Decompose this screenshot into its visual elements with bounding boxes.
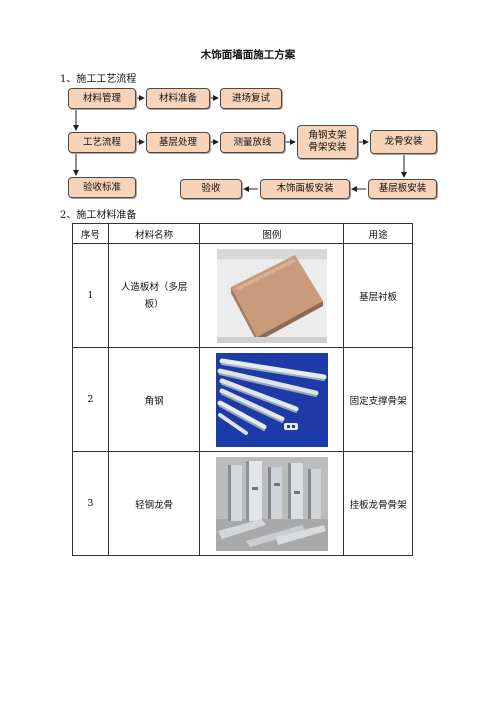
materials-table: 序号 材料名称 图例 用途 1 人造板材（多层 板） 基层衬板 2 角钢 bbox=[72, 223, 413, 556]
flow-step-acceptance-standard: 验收标准 bbox=[68, 177, 136, 198]
row1-illustration-cell bbox=[199, 243, 345, 348]
flow-step-material-management: 材料管理 bbox=[68, 88, 136, 109]
row3-no: 3 bbox=[72, 451, 109, 556]
flow-step-keel-installation: 龙骨安装 bbox=[370, 130, 437, 154]
flow-step-acceptance: 验收 bbox=[180, 179, 242, 199]
flow-step-base-treatment: 基层处理 bbox=[146, 132, 210, 153]
header-material-name: 材料名称 bbox=[107, 223, 201, 244]
row1-material-name: 人造板材（多层 板） bbox=[107, 243, 201, 348]
row3-usage: 挂板龙骨骨架 bbox=[343, 451, 413, 556]
flow-step-entry-retest: 进场复试 bbox=[220, 88, 282, 109]
row1-usage: 基层衬板 bbox=[343, 243, 413, 348]
flow-step-angle-steel-line2: 骨架安装 bbox=[308, 142, 347, 153]
table-row: 3 轻钢龙骨 bbox=[72, 451, 413, 556]
table-row: 1 人造板材（多层 板） 基层衬板 bbox=[72, 243, 413, 348]
flow-step-measure-layout: 测量放线 bbox=[220, 132, 285, 153]
section-heading-materials: 2、施工材料准备 bbox=[60, 210, 137, 221]
flow-step-material-preparation: 材料准备 bbox=[146, 88, 210, 109]
flow-step-base-board-installation: 基层板安装 bbox=[368, 179, 437, 199]
row1-name-line2: 板） bbox=[144, 298, 164, 310]
row3-material-name: 轻钢龙骨 bbox=[107, 451, 201, 556]
table-header-row: 序号 材料名称 图例 用途 bbox=[72, 223, 413, 244]
row1-name-line1: 人造板材（多层 bbox=[120, 281, 188, 293]
row2-no: 2 bbox=[72, 347, 109, 452]
angle-steel-image bbox=[215, 352, 328, 447]
table-row: 2 角钢 bbox=[72, 347, 413, 452]
row1-no: 1 bbox=[72, 243, 109, 348]
flow-step-angle-steel-line1: 角钢支架 bbox=[308, 130, 347, 141]
row3-name-line1: 轻钢龙骨 bbox=[135, 499, 174, 511]
flow-step-angle-steel-frame: 角钢支架 骨架安装 bbox=[297, 125, 358, 159]
flow-step-process-flow: 工艺流程 bbox=[68, 132, 136, 153]
row2-usage: 固定支撑骨架 bbox=[343, 347, 413, 452]
header-illustration: 图例 bbox=[199, 223, 345, 244]
flow-arrows bbox=[73, 95, 407, 192]
light-steel-keel-image bbox=[215, 456, 328, 551]
document-title: 木饰面墙面施工方案 bbox=[200, 49, 296, 61]
header-no: 序号 bbox=[72, 223, 109, 244]
process-flowchart: 材料管理 材料准备 进场复试 工艺流程 基层处理 测量放线 角钢支架 骨架安装 … bbox=[0, 0, 496, 200]
row3-illustration-cell bbox=[199, 451, 345, 556]
header-usage: 用途 bbox=[343, 223, 413, 244]
row2-material-name: 角钢 bbox=[107, 347, 201, 452]
section-heading-process: 1、施工工艺流程 bbox=[60, 74, 137, 85]
row2-name-line1: 角钢 bbox=[144, 395, 164, 407]
plywood-board-image bbox=[216, 248, 327, 343]
flow-step-wood-veneer-installation: 木饰面板安装 bbox=[260, 179, 350, 199]
row2-illustration-cell bbox=[199, 347, 345, 452]
